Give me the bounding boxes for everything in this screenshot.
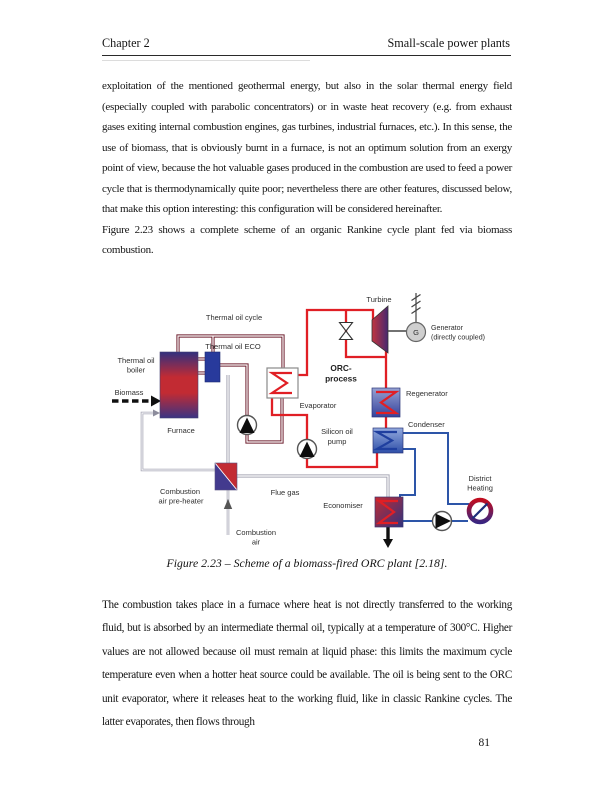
thermal-oil-eco-block [204,351,221,383]
label-district-2: Heating [467,484,493,493]
regenerator-coil [376,390,400,415]
bypass-valve-icon [338,321,354,341]
label-orc-2: process [325,374,357,384]
paragraph-1: exploitation of the mentioned geothermal… [102,80,512,215]
air-preheater-block [214,462,238,491]
page-number: 81 [478,737,491,749]
label-silicon-pump-2: pump [328,437,347,446]
page-header: Chapter 2 Small-scale power plants [102,36,510,51]
silicon-oil-pump-icon [296,438,318,460]
label-orc-1: ORC- [330,363,351,373]
label-thermal-oil-eco: Thermal oil ECO [205,342,261,351]
label-boiler-1: Thermal oil [117,356,154,365]
turbine-symbol [371,305,389,354]
economiser-block [374,496,404,528]
label-economiser: Economiser [323,501,363,510]
evaporator-block [266,367,299,399]
label-comb-air-1: Combustion [236,528,276,537]
generator-symbol [405,321,427,343]
thermal-oil-pump-icon [236,414,258,436]
generator-letter: G [413,328,419,337]
thermal-oil-boiler-block [159,351,199,419]
regenerator-block [371,387,401,418]
grid-symbol [411,293,421,323]
label-flue-gas: Flue gas [271,488,300,497]
figure-caption: Figure 2.23 – Scheme of a biomass-fired … [166,556,448,570]
condenser-coil [372,430,397,451]
paragraph-block-top: exploitation of the mentioned geothermal… [102,76,512,261]
label-furnace: Furnace [167,426,195,435]
label-evaporator: Evaporator [300,401,337,410]
label-biomass: Biomass [115,388,144,397]
label-district-1: District [469,474,493,483]
label-thermal-oil-cycle: Thermal oil cycle [206,313,262,322]
label-turbine: Turbine [366,295,391,304]
header-rule-faint [102,60,310,61]
label-comb-air-2: air [252,538,261,547]
header-chapter: Chapter 2 [102,36,150,50]
district-heating-pump-icon [431,510,453,532]
district-water-pipes [399,432,469,522]
label-silicon-pump-1: Silicon oil [321,427,353,436]
paragraph-3: The combustion takes place in a furnace … [102,599,512,729]
thermal-oil-pipes-core [177,335,284,443]
label-preheater-1: Combustion [160,487,200,496]
combustion-air-arrow [223,499,233,509]
flue-exhaust-arrow [383,527,393,548]
header-rule [102,55,511,56]
evaporator-coil [268,371,292,395]
flue-gas-pipes-core [141,375,389,535]
biomass-arrow [112,395,161,407]
label-condenser: Condenser [408,420,445,429]
label-regenerator: Regenerator [406,389,448,398]
economiser-coil [375,499,398,525]
orc-plant-diagram: G Thermal oil cycle Thermal oil ECO Ther… [112,293,494,548]
district-heating-icon [466,497,494,525]
figure-2-23: G Thermal oil cycle Thermal oil ECO Ther… [100,285,505,550]
paragraph-2: Figure 2.23 shows a complete scheme of a… [102,223,512,257]
condenser-block [372,427,404,454]
label-boiler-2: boiler [127,366,146,375]
label-generator-1: Generator [431,324,464,332]
label-generator-2: (directly coupled) [431,334,485,342]
header-title: Small-scale power plants [387,36,510,50]
preheated-air-arrow [153,409,160,417]
label-preheater-2: air pre-heater [158,497,204,506]
